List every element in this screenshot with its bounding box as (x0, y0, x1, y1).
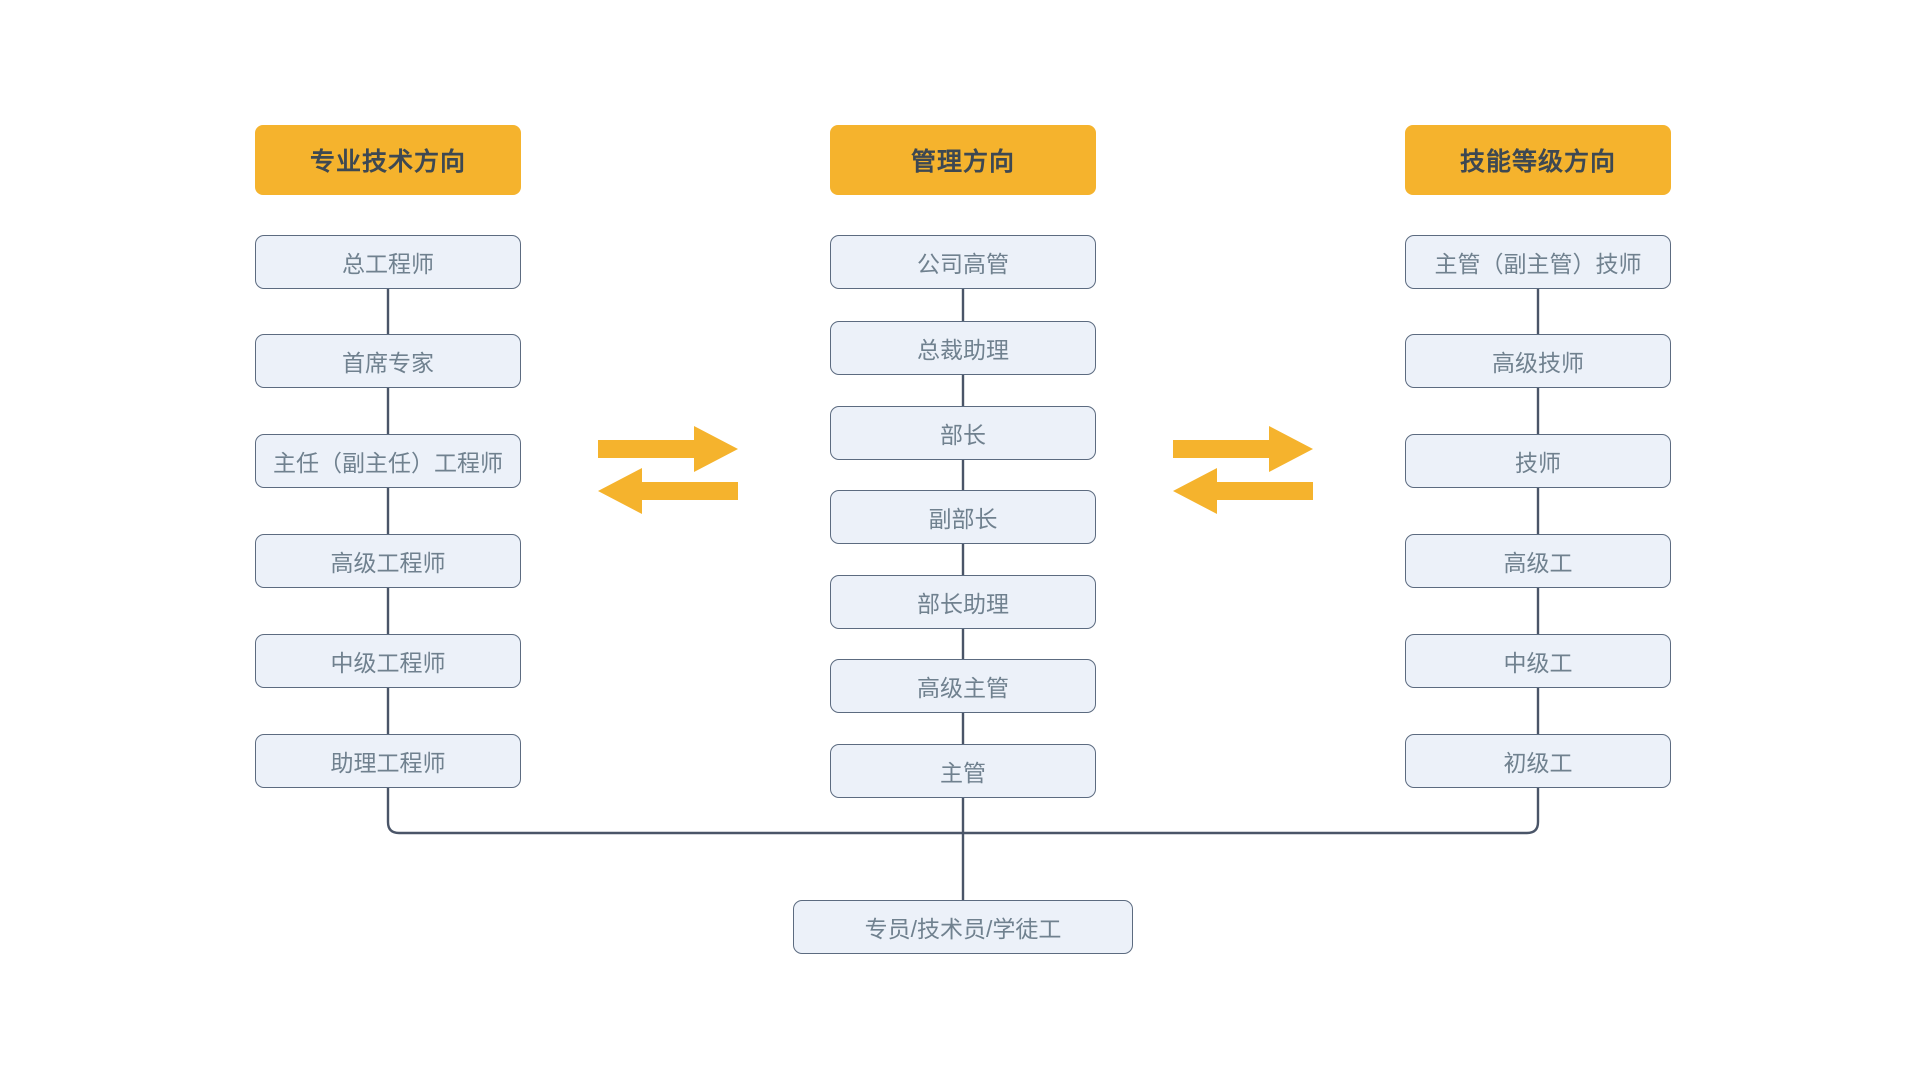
node-technical-2[interactable]: 主任（副主任）工程师 (255, 434, 521, 488)
node-technical-5[interactable]: 助理工程师 (255, 734, 521, 788)
node-skill-0[interactable]: 主管（副主管）技师 (1405, 235, 1671, 289)
node-management-5[interactable]: 高级主管 (830, 659, 1096, 713)
column-header-management[interactable]: 管理方向 (830, 125, 1096, 195)
bidirectional-arrows-icon-left (598, 426, 738, 514)
node-technical-0[interactable]: 总工程师 (255, 235, 521, 289)
column-header-skill[interactable]: 技能等级方向 (1405, 125, 1671, 195)
column-header-technical[interactable]: 专业技术方向 (255, 125, 521, 195)
node-technical-4[interactable]: 中级工程师 (255, 634, 521, 688)
node-management-4[interactable]: 部长助理 (830, 575, 1096, 629)
node-management-1[interactable]: 总裁助理 (830, 321, 1096, 375)
node-skill-5[interactable]: 初级工 (1405, 734, 1671, 788)
node-base-entry-level[interactable]: 专员/技术员/学徒工 (793, 900, 1133, 954)
node-technical-3[interactable]: 高级工程师 (255, 534, 521, 588)
node-technical-1[interactable]: 首席专家 (255, 334, 521, 388)
node-skill-2[interactable]: 技师 (1405, 434, 1671, 488)
node-management-6[interactable]: 主管 (830, 744, 1096, 798)
node-management-2[interactable]: 部长 (830, 406, 1096, 460)
node-management-0[interactable]: 公司高管 (830, 235, 1096, 289)
node-skill-3[interactable]: 高级工 (1405, 534, 1671, 588)
node-skill-4[interactable]: 中级工 (1405, 634, 1671, 688)
node-management-3[interactable]: 副部长 (830, 490, 1096, 544)
node-skill-1[interactable]: 高级技师 (1405, 334, 1671, 388)
bidirectional-arrows-icon-right (1173, 426, 1313, 514)
